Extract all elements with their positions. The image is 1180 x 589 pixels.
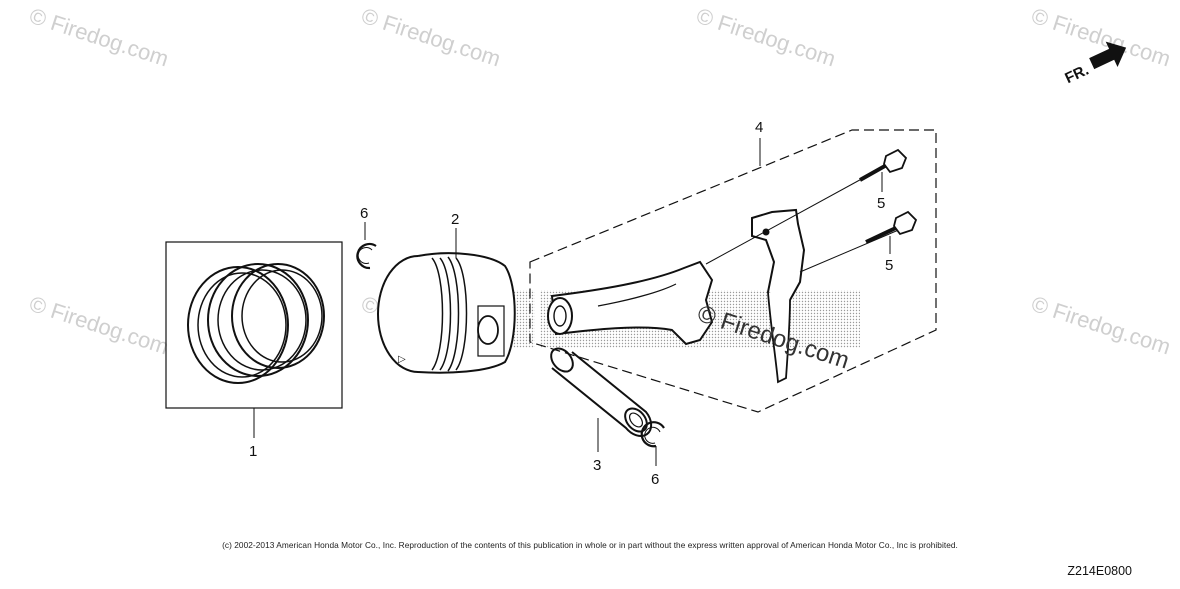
connecting-rod-set [529, 129, 937, 413]
callout-connecting-rod-set: 4 [755, 119, 763, 136]
watermark: © Firedog.com [26, 3, 171, 71]
piston-direction-mark: ▷ [398, 354, 406, 365]
piston: ▷ [377, 228, 516, 374]
piston-rings [165, 241, 343, 438]
copyright-notice: (c) 2002-2013 American Honda Motor Co., … [222, 540, 958, 550]
callout-clip-lower: 6 [651, 471, 659, 488]
front-indicator-label: FR. [1062, 62, 1091, 88]
front-arrow-icon [1089, 41, 1127, 70]
callout-piston-rings: 1 [249, 443, 257, 460]
callout-bolt-lower: 5 [885, 257, 893, 274]
watermark: © Firedog.com [1028, 291, 1173, 359]
connecting-rod-frame [529, 129, 937, 413]
callout-piston: 2 [451, 211, 459, 228]
callouts: 1 2 3 4 5 5 6 6 [249, 119, 893, 488]
watermark: © Firedog.com [693, 3, 838, 71]
piston-pin [550, 347, 653, 452]
clip-lower [640, 421, 665, 466]
bolt-lower [799, 210, 918, 273]
diagram-code: Z214E0800 [1067, 564, 1132, 578]
callout-piston-pin: 3 [593, 457, 601, 474]
clip-upper [356, 222, 377, 270]
callout-bolt-upper: 5 [877, 195, 885, 212]
bolt-upper [705, 148, 908, 265]
watermark: © Firedog.com [26, 291, 171, 359]
watermark: © Firedog.com [358, 3, 503, 71]
callout-clip-upper: 6 [360, 205, 368, 222]
piston-rings-frame [165, 241, 343, 409]
